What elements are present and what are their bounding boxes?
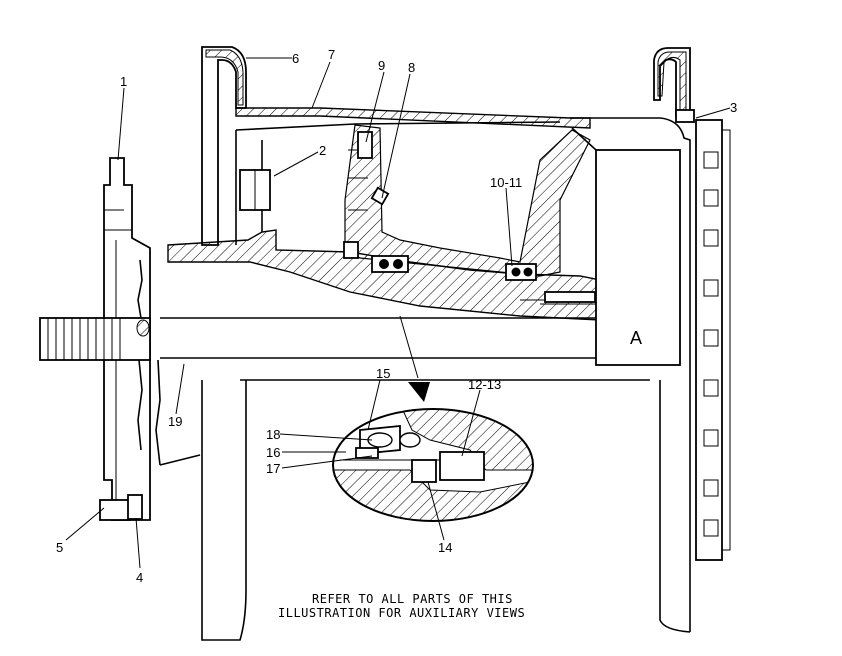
- splined-input-shaft: [39, 317, 151, 361]
- callout-2: 2: [319, 143, 326, 158]
- callout-12-13: 12-13: [468, 377, 501, 392]
- drum-right-flange: [653, 47, 695, 123]
- drum-left-flange: [201, 46, 247, 641]
- callout-10-11: 10-11: [490, 175, 522, 190]
- detail-view-oval: [332, 408, 534, 522]
- detail-pointer: [399, 315, 430, 402]
- caption: REFER TO ALL PARTS OF THIS ILLUSTRATION …: [278, 592, 525, 620]
- main-shaft: [160, 291, 600, 359]
- callout-14: 14: [438, 540, 452, 555]
- left-bolts: [239, 131, 390, 211]
- view-label-a: A: [630, 328, 642, 348]
- break-lines: [155, 359, 201, 466]
- caption-line-2: ILLUSTRATION FOR AUXILIARY VIEWS: [278, 606, 525, 620]
- callouts: 1 2 3 4 5 6 7 9 8 10-11 12-13 14 15 16 1…: [56, 47, 737, 585]
- hub-section: [167, 124, 601, 321]
- callout-19: 19: [168, 414, 182, 429]
- callout-15: 15: [376, 366, 390, 381]
- callout-5: 5: [56, 540, 63, 555]
- callout-8: 8: [408, 60, 415, 75]
- callout-7: 7: [328, 47, 335, 62]
- callout-3: 3: [730, 100, 737, 115]
- drum-shell: [235, 107, 650, 381]
- leader-lines: [65, 57, 731, 569]
- caption-line-1: REFER TO ALL PARTS OF THIS: [312, 592, 513, 606]
- callout-17: 17: [266, 461, 280, 476]
- bearings: [343, 241, 537, 281]
- right-bolt-column: [695, 119, 731, 561]
- callout-1: 1: [120, 74, 127, 89]
- callout-4: 4: [136, 570, 143, 585]
- callout-18: 18: [266, 427, 280, 442]
- right-housing: [570, 117, 691, 633]
- callout-6: 6: [292, 51, 299, 66]
- callout-9: 9: [378, 58, 385, 73]
- callout-16: 16: [266, 445, 280, 460]
